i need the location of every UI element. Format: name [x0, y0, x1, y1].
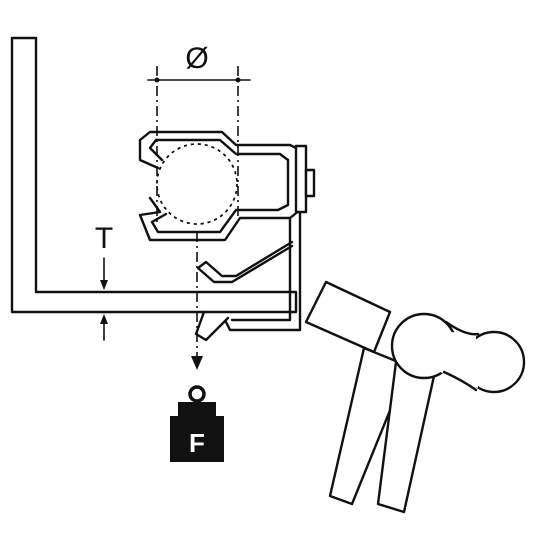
- thickness-dimension: T: [95, 222, 113, 341]
- force-label: F: [189, 428, 205, 458]
- hammer-icon: [304, 280, 526, 514]
- beam-section: [10, 36, 298, 314]
- weight-icon: F: [170, 385, 224, 462]
- diameter-dimension: Ø: [147, 42, 251, 226]
- force-arrow: [191, 356, 203, 370]
- thickness-label: T: [95, 222, 113, 255]
- clip-fastener: [138, 130, 316, 342]
- diameter-label: Ø: [185, 42, 208, 75]
